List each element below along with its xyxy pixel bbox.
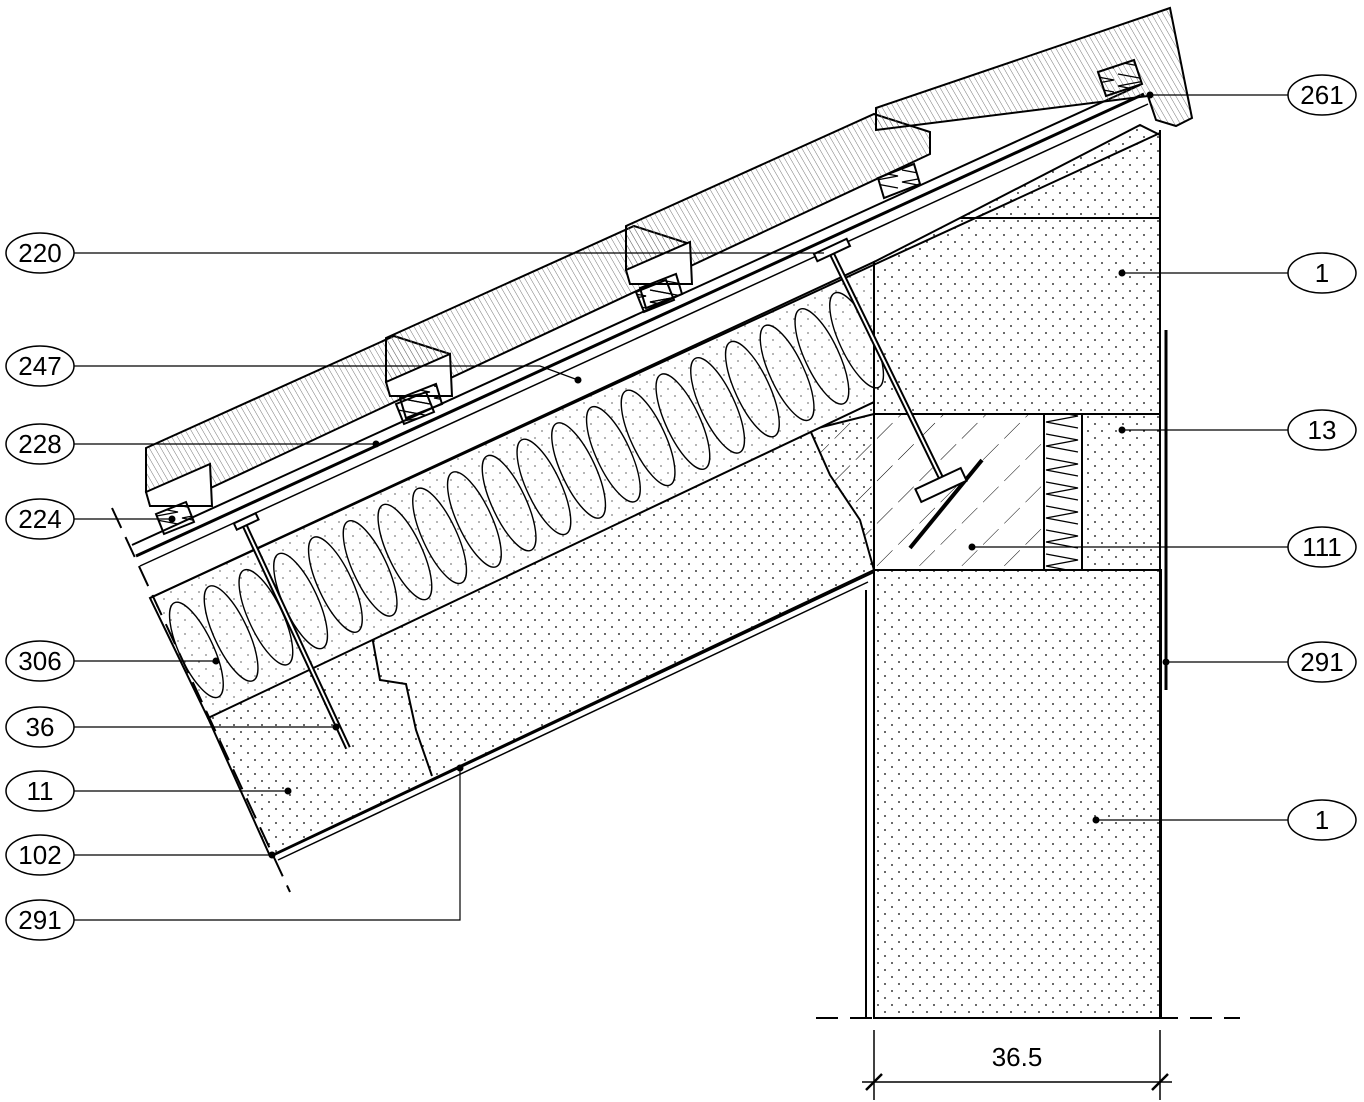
callout-13: 13 [1118,409,1357,451]
callout-220: 220 [5,232,824,274]
wall-thickness-dimension: 36.5 [862,1030,1172,1100]
callout-label-228: 228 [18,429,61,459]
tile-batten [398,382,444,420]
insulation-batt [551,422,607,519]
callout-224: 224 [5,498,176,540]
callout-label-1-top: 1 [1315,258,1329,288]
insulation-batt [377,503,433,601]
insulation-batt [342,520,398,617]
callout-1-bottom: 1 [1092,799,1357,841]
dimension-label: 36.5 [992,1042,1043,1072]
top-tile [875,6,1194,132]
callout-11: 11 [5,770,292,812]
masonry-wall-upper [873,123,1161,571]
masonry-wall-lower [865,569,1162,1019]
callout-label-261: 261 [1300,80,1343,110]
callout-label-224: 224 [18,504,61,534]
callout-291-right: 291 [1162,641,1357,683]
tile-batten [638,272,684,310]
callout-111: 111 [968,526,1357,568]
callout-label-306: 306 [18,646,61,676]
insulation-batt [724,340,780,438]
insulation-batt [412,487,468,585]
insulation-batt [585,405,641,503]
insulation-batt [203,585,259,682]
tile-lip [144,462,214,507]
roof-membranes [131,84,1161,599]
callout-247: 247 [5,345,582,387]
callout-label-1-bottom: 1 [1315,805,1329,835]
callout-label-291-bottom: 291 [18,905,61,935]
callout-102: 102 [5,834,276,876]
callout-label-36: 36 [26,712,55,742]
callout-labels: 220 247 228 224 306 [5,74,1357,941]
callout-291-bottom: 291 [5,764,464,941]
callout-1-top: 1 [1118,252,1357,294]
callout-306: 306 [5,640,220,682]
insulation-batt [620,389,676,487]
tile-batten [876,162,922,200]
insulation-batt [516,438,572,536]
callout-label-102: 102 [18,840,61,870]
callout-261: 261 [1146,74,1357,116]
roof-insulation [148,260,885,720]
anchor-screw-lower [232,511,351,750]
callout-label-220: 220 [18,238,61,268]
callout-228: 228 [5,423,380,465]
callout-36: 36 [5,706,340,748]
callout-label-11: 11 [27,776,54,806]
roof-tiles [144,112,931,536]
insulation-batt [446,471,502,568]
callout-label-247: 247 [18,351,61,381]
break-lines [111,507,1240,1019]
anchor-screw-upper [812,237,984,550]
callout-label-111: 111 [1302,532,1342,562]
insulation-batt [690,357,746,454]
insulation-batt [759,324,815,422]
callout-label-291-right: 291 [1300,647,1343,677]
insulation-batt [481,454,537,552]
callout-label-13: 13 [1308,415,1337,445]
render-layer-right [1159,130,1168,1018]
insulation-batt [655,373,711,470]
insulation-batt [307,536,363,633]
roof-underside-finish [271,571,875,861]
insulation-batt [794,308,850,405]
